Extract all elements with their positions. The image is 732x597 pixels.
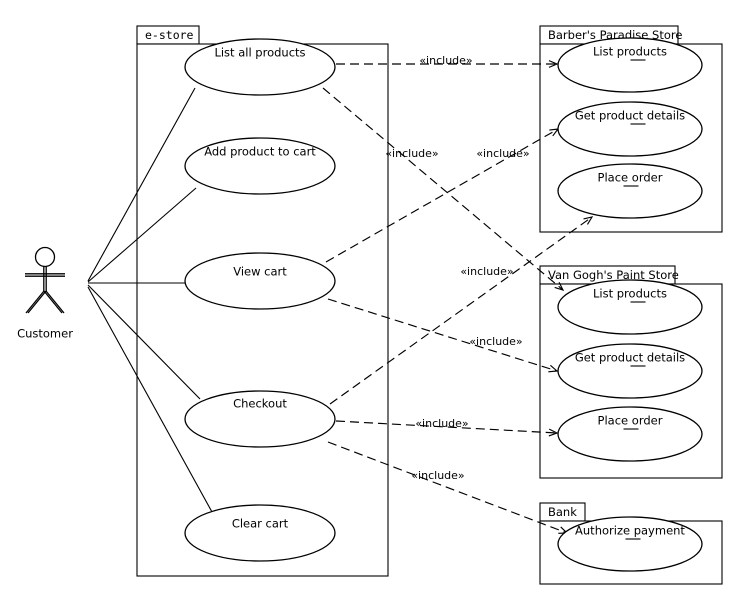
use-case-ellipse-checkout[interactable]	[184, 390, 336, 448]
use-case-label-barber-list-products: List products	[593, 45, 667, 59]
package-label-e-store: e-store	[145, 28, 194, 42]
actor-label: Customer	[17, 327, 73, 341]
package-frame-e-store	[136, 43, 389, 577]
actor-leg-left-icon	[25, 290, 45, 314]
use-case-clear-cart[interactable]: Clear cart	[184, 504, 336, 562]
actor-leg-left-icon	[27, 290, 47, 314]
include-stereotype-label: «include»	[476, 147, 529, 160]
include-arrow-inc-list-all-products-to-vangogh-list	[322, 87, 565, 291]
include-label-group-inc-list-all-products-to-vangogh-list: «include»	[385, 147, 438, 160]
include-label-group-inc-view-cart-to-barber-details: «include»	[476, 147, 529, 160]
use-case-ellipse-add-product-to-cart[interactable]	[184, 137, 336, 195]
use-case-label-checkout: Checkout	[233, 397, 287, 411]
include-stereotype-label: «include»	[469, 335, 522, 348]
use-case-label-vangogh-get-product-details: Get product details	[575, 351, 685, 365]
association-customer-list-all-products	[87, 87, 196, 282]
actor-leg-right-icon	[45, 290, 65, 314]
include-stereotype-label: «include»	[411, 469, 464, 482]
use-case-label-vangogh-place-order: Place order	[598, 414, 663, 428]
include-arrow-inc-checkout-to-authorize-payment	[327, 441, 569, 534]
use-case-label-view-cart: View cart	[233, 265, 287, 279]
use-case-ellipse-clear-cart[interactable]	[184, 504, 336, 562]
use-case-ellipse-list-all-products[interactable]	[184, 38, 336, 96]
use-case-label-vangogh-list-products: List products	[593, 287, 667, 301]
use-case-vangogh-place-order[interactable]: Place order	[557, 406, 703, 462]
include-stereotype-label: «include»	[415, 417, 468, 430]
use-case-list-all-products[interactable]: List all products	[184, 38, 336, 96]
associations-layer	[87, 87, 213, 513]
include-stereotype-label: «include»	[385, 147, 438, 160]
use-case-barber-get-product-details[interactable]: Get product details	[557, 101, 703, 157]
include-stereotype-label: «include»	[460, 265, 513, 278]
use-case-label-barber-get-product-details: Get product details	[575, 109, 685, 123]
include-label-group-inc-checkout-to-barber-place-order: «include»	[469, 335, 522, 348]
use-case-ellipse-barber-list-products[interactable]	[557, 37, 703, 93]
use-case-vangogh-list-products[interactable]: List products	[557, 279, 703, 335]
use-case-ellipse-vangogh-place-order[interactable]	[557, 406, 703, 462]
include-arrow-inc-checkout-to-barber-place-order	[329, 216, 594, 405]
use-case-label-authorize-payment: Authorize payment	[575, 524, 685, 538]
include-stereotype-label: «include»	[419, 54, 472, 67]
use-case-ellipse-authorize-payment[interactable]	[557, 516, 703, 572]
actor-head-icon	[34, 246, 56, 268]
use-case-ellipse-barber-get-product-details[interactable]	[557, 101, 703, 157]
include-label-group-inc-checkout-to-vangogh-place-order: «include»	[415, 417, 468, 430]
package-label-bank: Bank	[548, 505, 577, 519]
package-label-van-goghs-paint-store: Van Gogh's Paint Store	[548, 268, 679, 282]
use-case-add-product-to-cart[interactable]: Add product to cart	[184, 137, 336, 195]
use-case-label-add-product-to-cart: Add product to cart	[204, 145, 316, 159]
use-case-authorize-payment[interactable]: Authorize payment	[557, 516, 703, 572]
use-case-barber-list-products[interactable]: List products	[557, 37, 703, 93]
use-case-vangogh-get-product-details[interactable]: Get product details	[557, 343, 703, 399]
use-case-barber-place-order[interactable]: Place order	[557, 163, 703, 219]
include-label-group-inc-view-cart-to-vangogh-details: «include»	[460, 265, 513, 278]
association-customer-add-product-to-cart	[87, 187, 197, 283]
actor-leg-right-icon	[43, 290, 63, 314]
include-arrow-inc-view-cart-to-vangogh-details	[327, 298, 559, 373]
association-customer-clear-cart	[87, 286, 213, 513]
use-case-ellipse-view-cart[interactable]	[184, 252, 336, 310]
use-case-label-list-all-products: List all products	[214, 46, 305, 60]
use-case-label-clear-cart: Clear cart	[232, 517, 289, 531]
include-arrow-inc-checkout-to-vangogh-place-order	[335, 420, 559, 437]
include-labels-layer: «include» «include» «include» «include» «inc…	[385, 54, 529, 482]
use-case-ellipse-vangogh-get-product-details[interactable]	[557, 343, 703, 399]
use-case-ellipse-vangogh-list-products[interactable]	[557, 279, 703, 335]
use-case-checkout[interactable]: Checkout	[184, 390, 336, 448]
include-label-group-inc-list-all-products-to-barber-list: «include»	[419, 54, 472, 67]
use-case-ellipse-barber-place-order[interactable]	[557, 163, 703, 219]
package-e-store: e-store	[136, 25, 389, 577]
use-case-view-cart[interactable]: View cart	[184, 252, 336, 310]
use-case-label-barber-place-order: Place order	[598, 171, 663, 185]
include-dependencies-layer	[322, 60, 594, 534]
include-arrow-inc-view-cart-to-barber-details	[325, 128, 560, 263]
association-customer-checkout	[87, 284, 201, 400]
actor-customer[interactable]: Customer	[17, 246, 73, 341]
include-label-group-inc-checkout-to-authorize-payment: «include»	[411, 469, 464, 482]
